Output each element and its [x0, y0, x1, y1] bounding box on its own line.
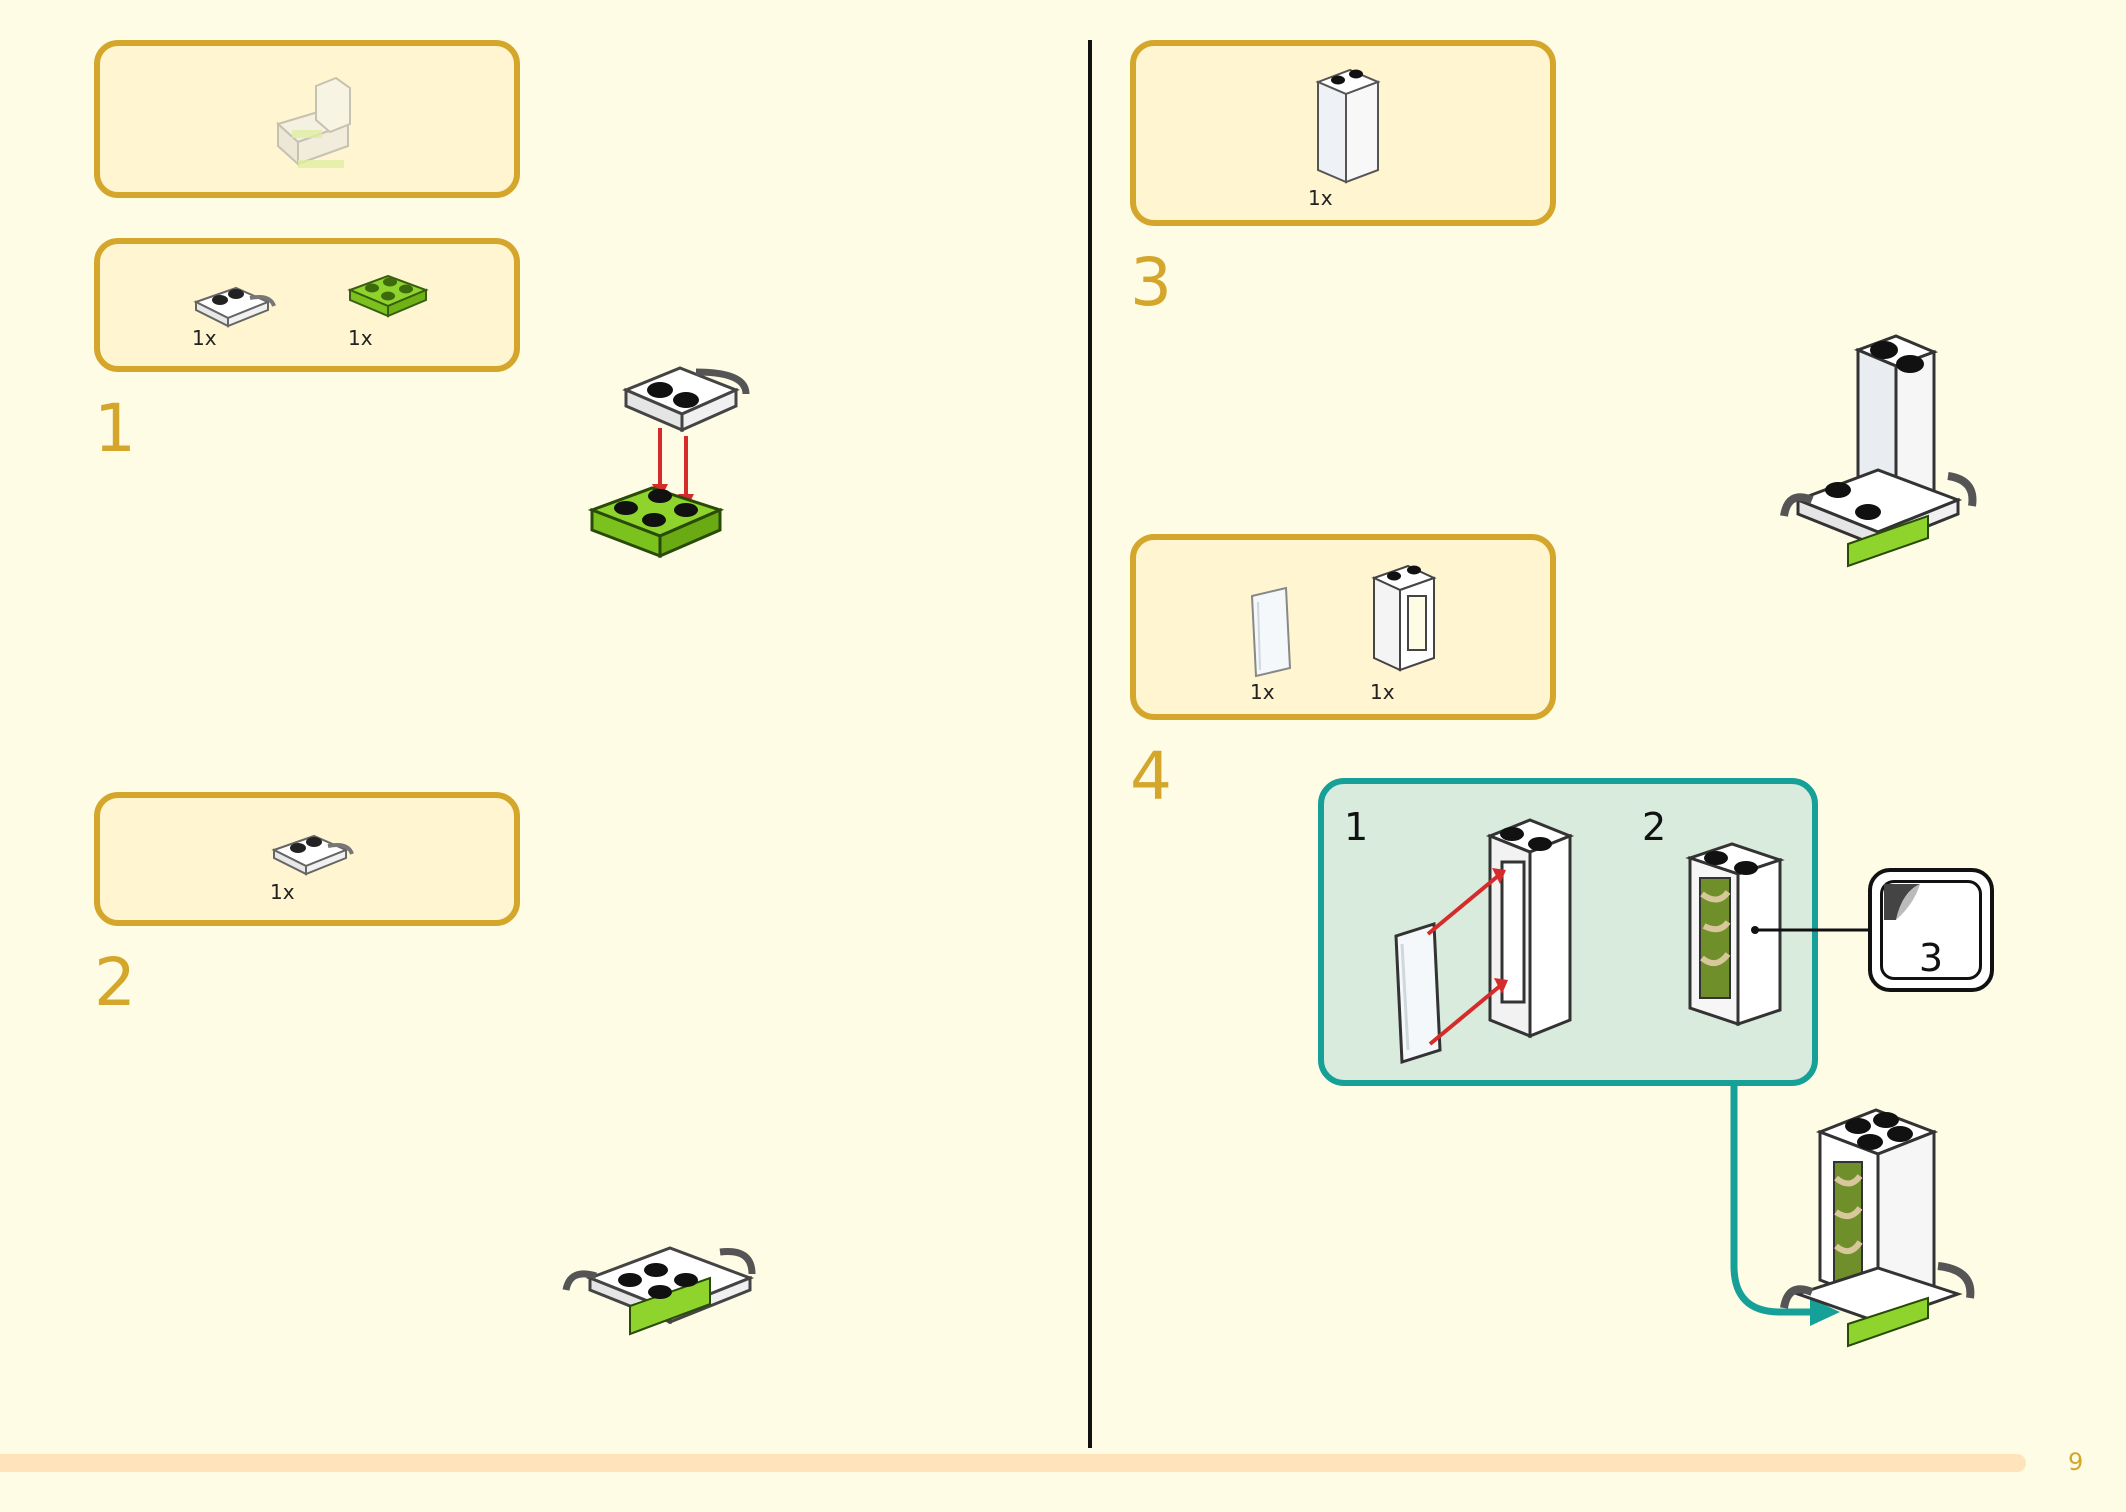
- step1-part1-qty: 1x: [192, 326, 217, 350]
- white-window-frame-icon: [1371, 564, 1437, 672]
- step2-number: 2: [94, 944, 136, 1021]
- step4-parts-box: 1x 1x: [1130, 534, 1556, 720]
- sticker-number: 3: [1918, 936, 1944, 980]
- white-handle-plate-icon: [193, 286, 276, 328]
- substep1-number: 1: [1344, 805, 1369, 849]
- step4-part2-qty: 1x: [1370, 680, 1395, 704]
- transparent-glass-pane-icon: [1250, 586, 1292, 678]
- step3-number: 3: [1130, 244, 1172, 321]
- step2-assembly-illustration: [562, 1246, 756, 1336]
- step3-part1-qty: 1x: [1308, 186, 1333, 210]
- step1-number: 1: [94, 390, 136, 467]
- step4-assembly-illustration: [1780, 1108, 1975, 1348]
- substep2-sticker-frame-illustration: [1685, 842, 1785, 1027]
- preview-box: [94, 40, 520, 198]
- sticker-leader-line: [1751, 926, 1870, 934]
- step3-parts-box: 1x: [1130, 40, 1556, 226]
- sticker-outline: [1880, 880, 1982, 980]
- footer-bar: [0, 1454, 2026, 1472]
- substep2-number: 2: [1642, 805, 1667, 849]
- callout-connector-arrow: [1730, 1086, 1840, 1326]
- sticker-reference-box: 3: [1868, 868, 1994, 992]
- page-number: 9: [2068, 1448, 2084, 1476]
- step2-part1-qty: 1x: [270, 880, 295, 904]
- step3-assembly-illustration: [1780, 334, 1977, 568]
- substep1-glass-insert-illustration: [1394, 818, 1575, 1065]
- step1-part2-qty: 1x: [348, 326, 373, 350]
- step4-substep-callout: 1 2: [1318, 778, 1818, 1086]
- assembled-model-preview-icon: [276, 76, 351, 168]
- step4-number: 4: [1130, 738, 1172, 815]
- sticker-peel-icon: [1884, 884, 1920, 920]
- step4-part1-qty: 1x: [1250, 680, 1275, 704]
- page-divider: [1088, 40, 1092, 1448]
- step1-parts-box: 1x 1x: [94, 238, 520, 372]
- green-2x2-plate-icon: [347, 274, 429, 318]
- white-handle-plate-icon: [271, 834, 354, 876]
- step2-parts-box: 1x: [94, 792, 520, 926]
- step1-assembly-illustration: [587, 366, 750, 559]
- white-panel-icon: [1315, 68, 1381, 184]
